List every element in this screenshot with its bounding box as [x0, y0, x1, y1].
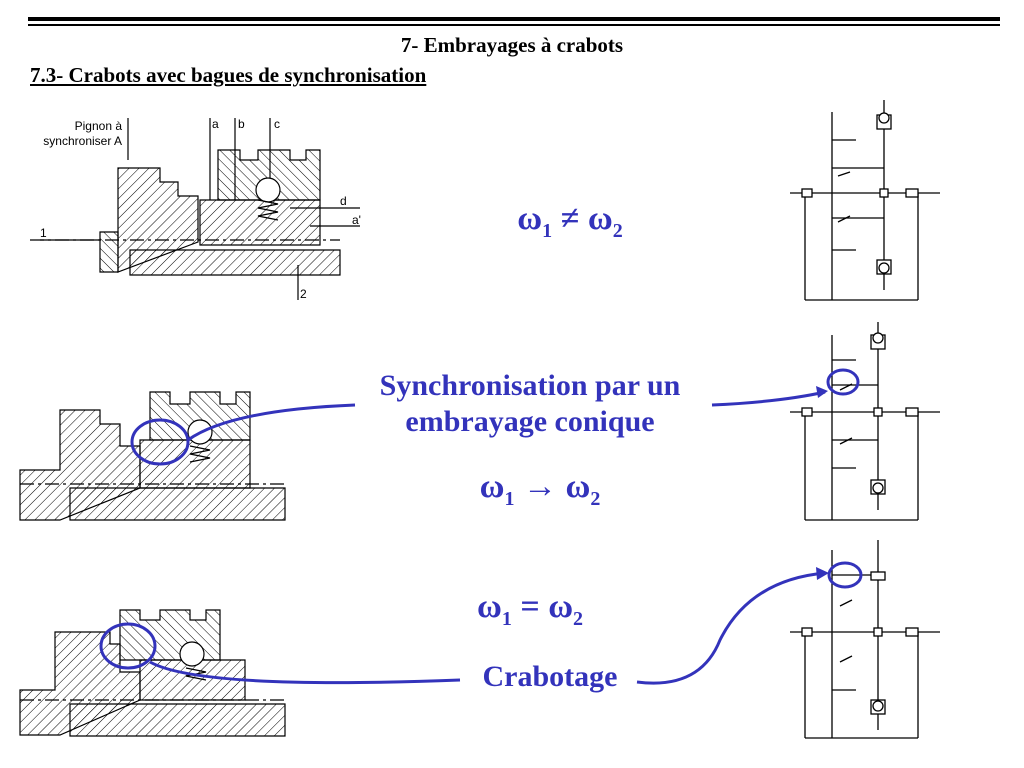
page-title: 7- Embrayages à crabots [400, 33, 624, 57]
label-2: 2 [300, 287, 307, 301]
section-subtitle: 7.3- Crabots avec bagues de synchronisat… [30, 63, 427, 87]
sync-annotation-line1: Synchronisation par un [379, 369, 681, 402]
sync-annotation-line2: embrayage conique [405, 405, 655, 438]
sync-cone-highlight [130, 418, 190, 466]
label-b: b [238, 117, 245, 131]
crabotage-annotation: Crabotage [482, 660, 618, 693]
label-pinion-1: Pignon à [75, 119, 123, 133]
schema-crabot-highlight [827, 561, 863, 589]
crabot-teeth-highlight [99, 622, 157, 670]
section-drawing-middle [19, 391, 286, 521]
section-drawing-bottom [19, 609, 286, 737]
label-a-prime: a' [352, 213, 361, 227]
sync-arrowhead [816, 386, 828, 398]
formula-speeds-different: ω1 ≠ ω2 [517, 200, 623, 242]
crabotage-pointer-right [636, 571, 826, 685]
formula-speeds-equal: ω1 = ω2 [476, 588, 584, 630]
label-d: d [340, 194, 347, 208]
sync-pointer-left [187, 403, 356, 442]
crabotage-arrowhead [816, 567, 829, 580]
crabotage-pointer-left [149, 660, 461, 685]
label-pinion-2: synchroniser A [43, 134, 122, 148]
kinematic-schema-middle [790, 322, 940, 521]
sync-pointer-right [711, 390, 826, 407]
kinematic-schema-top [790, 100, 940, 301]
header-rule-thin [28, 24, 1000, 26]
sync-annotation: Synchronisation par un embrayage conique [340, 368, 720, 440]
label-c: c [274, 117, 280, 131]
header-rule-thick [28, 17, 1000, 21]
formula-speeds-converging: ω1 → ω2 [479, 468, 601, 510]
section-drawing-top [30, 118, 360, 300]
label-1: 1 [40, 226, 47, 240]
schema-sync-highlight [826, 368, 860, 396]
label-a: a [212, 117, 219, 131]
kinematic-schema-bottom [790, 540, 940, 739]
